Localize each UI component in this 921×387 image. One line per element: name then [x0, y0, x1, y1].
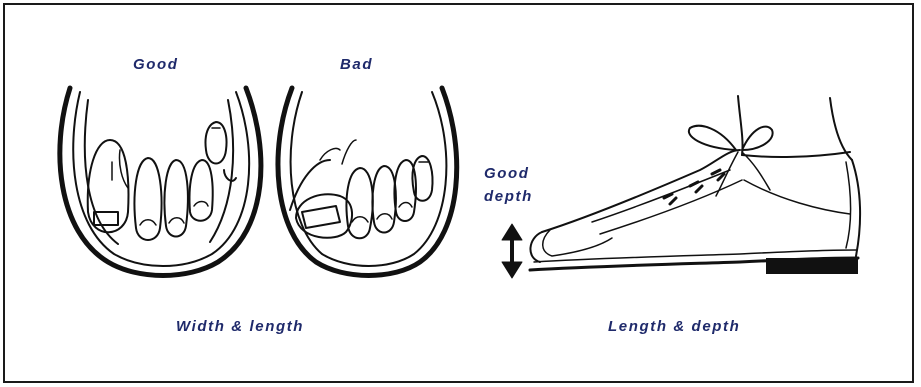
good-fit-shoe-drawing	[60, 88, 261, 276]
depth-arrow	[502, 224, 522, 278]
side-view-shoe-drawing	[530, 96, 860, 274]
bad-fit-shoe-drawing	[278, 88, 457, 276]
